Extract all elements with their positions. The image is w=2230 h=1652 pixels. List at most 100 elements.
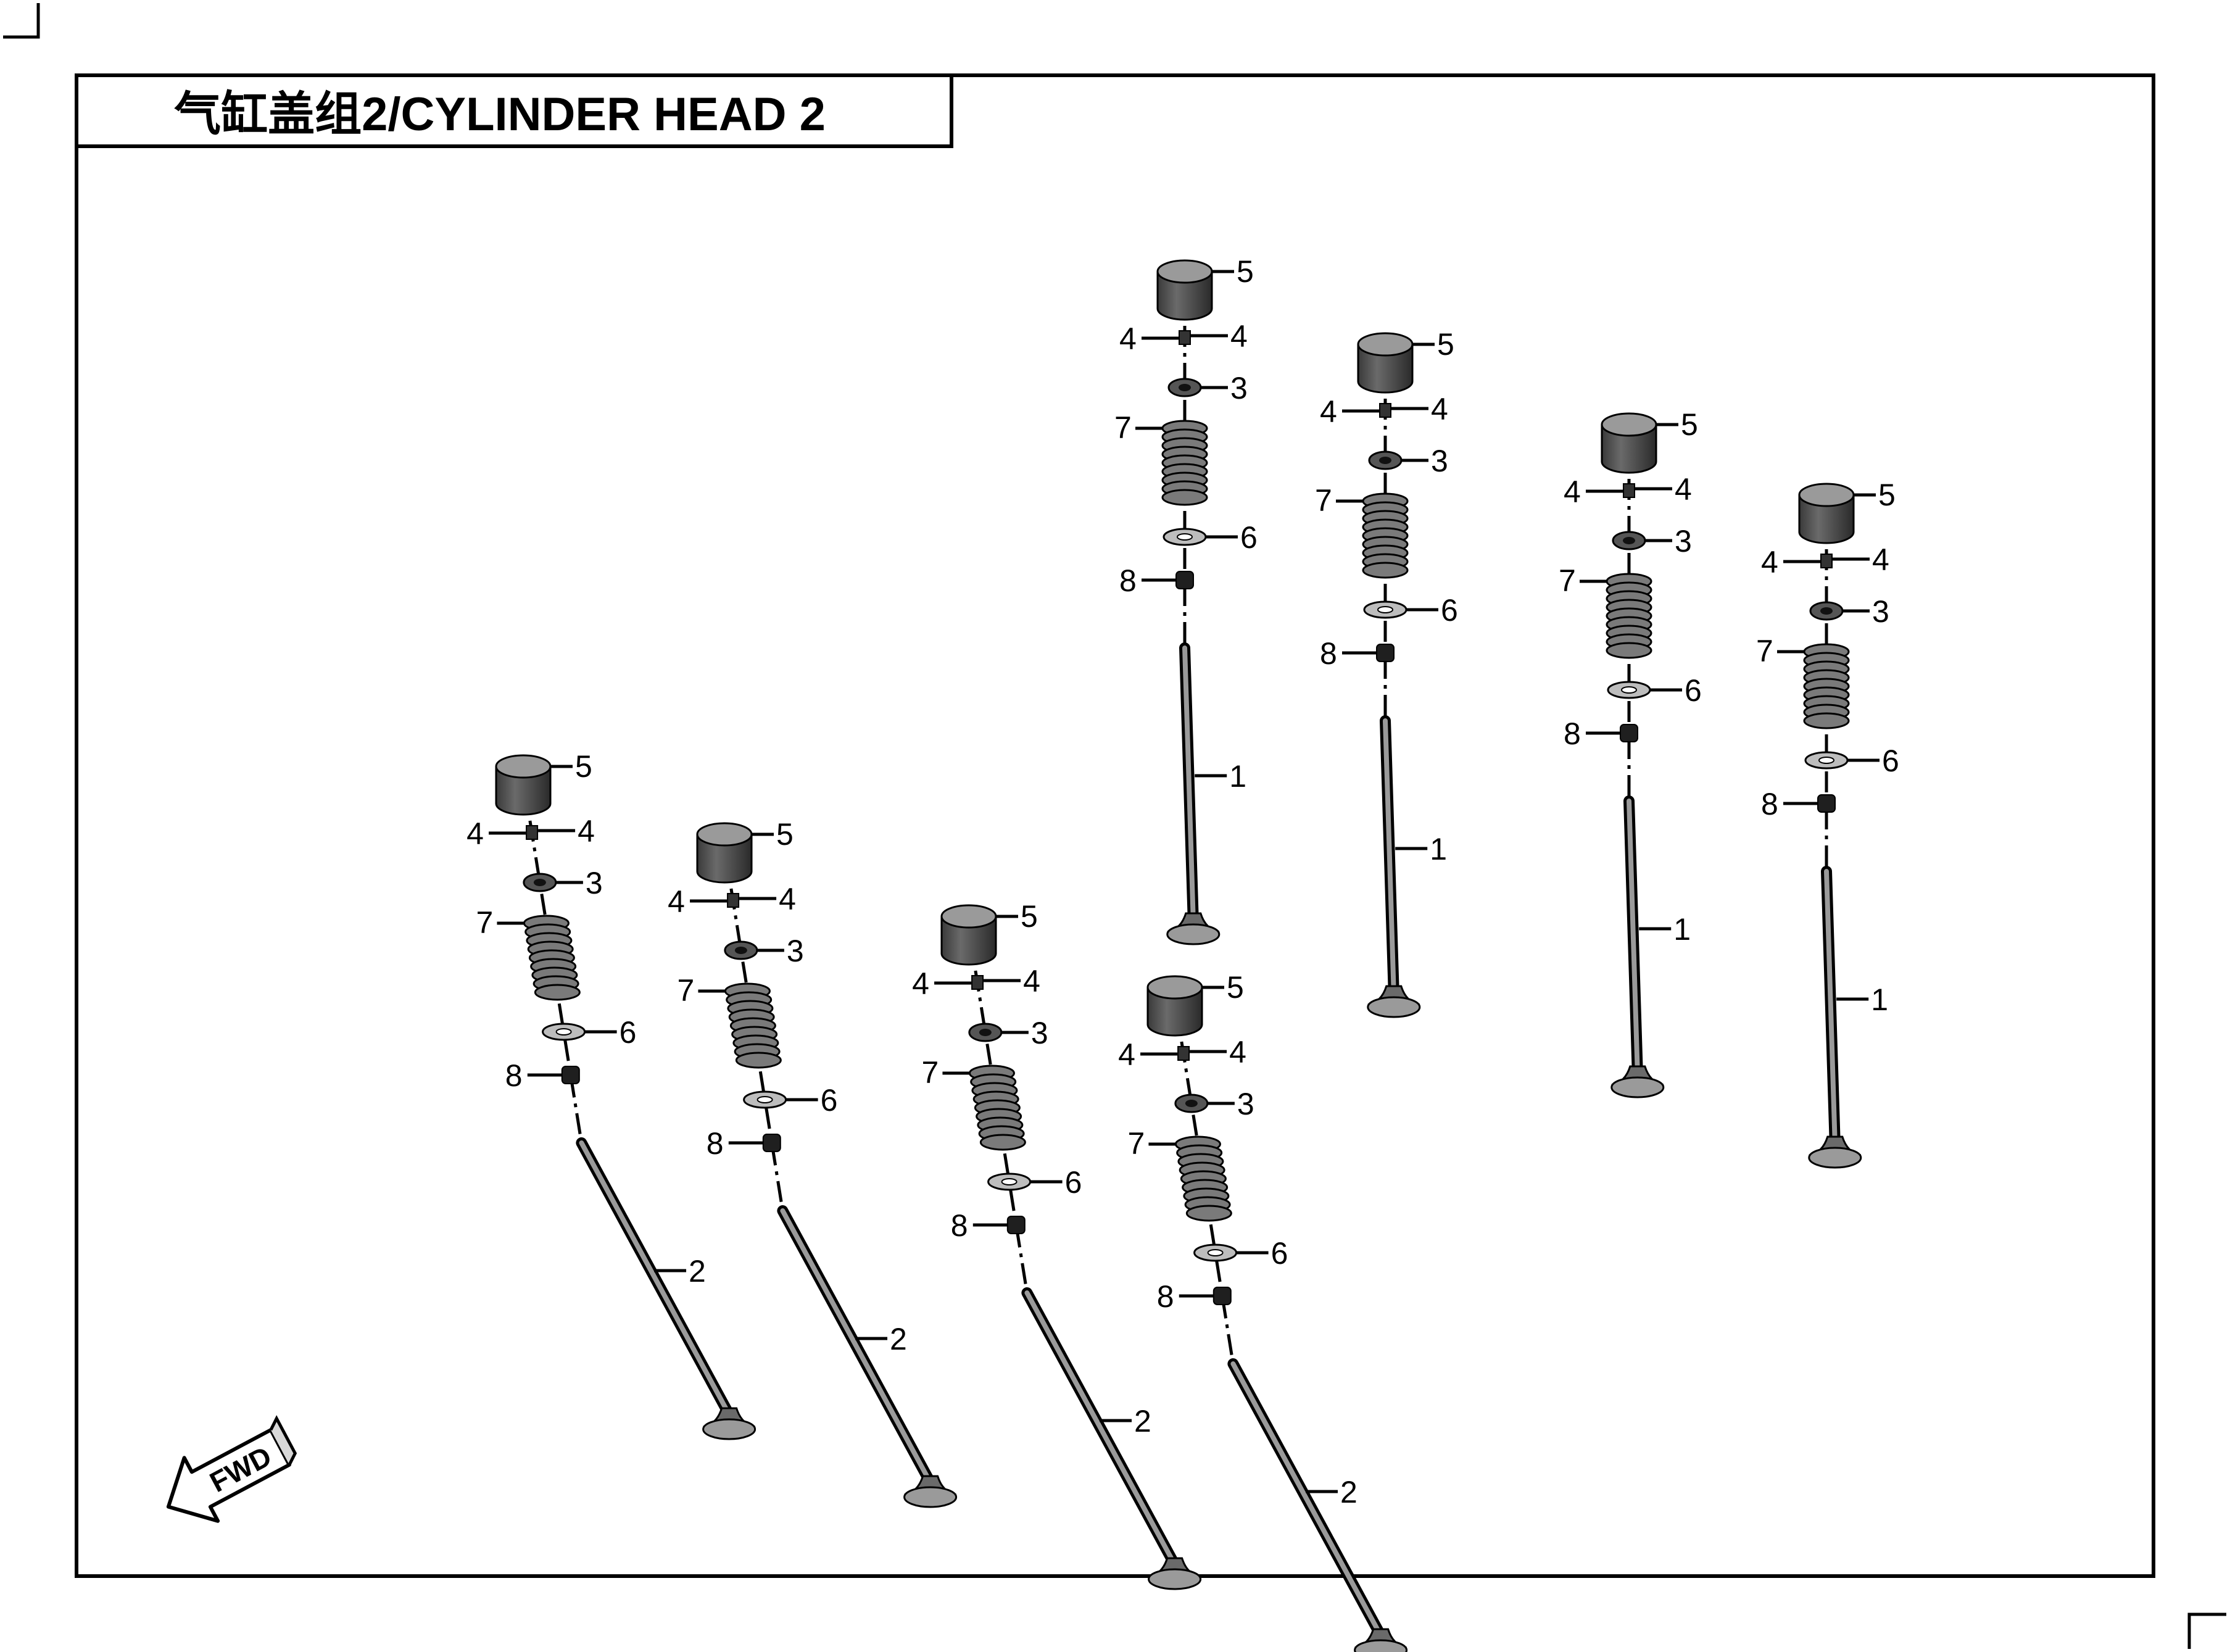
- valve: [1367, 715, 1421, 1018]
- crop-mark-top-left: [3, 3, 40, 39]
- spring-retainer: [1167, 378, 1202, 397]
- callout-cotter: 4: [1761, 545, 1778, 579]
- spring-retainer: [1612, 531, 1646, 550]
- valve-cotter: [1379, 403, 1391, 418]
- valve-spring: [1161, 420, 1208, 506]
- valve-stem-seal: [1212, 1287, 1232, 1305]
- spring-seat: [1193, 1243, 1238, 1262]
- callout-retainer: 3: [1230, 371, 1248, 405]
- callout-seal: 8: [1761, 787, 1778, 821]
- callout-spring: 7: [476, 905, 493, 940]
- callout-cotter: 4: [1320, 394, 1337, 429]
- callout-bucket: 5: [1437, 327, 1454, 362]
- valve-cotter: [526, 825, 539, 840]
- callout-cotter: 4: [1675, 472, 1692, 507]
- callout-seat: 6: [620, 1015, 637, 1050]
- callout-spring: 7: [921, 1055, 939, 1090]
- valve: [1808, 866, 1862, 1169]
- callout-seat: 6: [1065, 1165, 1082, 1200]
- callout-cotter: 4: [1564, 475, 1581, 509]
- diagram-title: 气缸盖组2/CYLINDER HEAD 2: [174, 88, 826, 141]
- valve-stem-seal: [1006, 1216, 1026, 1234]
- callout-cotter: 4: [668, 884, 685, 919]
- callout-valve: 1: [1673, 912, 1691, 947]
- valve: [1166, 642, 1221, 945]
- callout-spring: 7: [1114, 410, 1132, 445]
- valve-stem-seal: [561, 1066, 580, 1084]
- spring-retainer: [1368, 450, 1403, 470]
- callout-bucket: 5: [776, 817, 794, 852]
- callout-seal: 8: [1119, 563, 1137, 598]
- valve: [1021, 1287, 1202, 1590]
- callout-seal: 8: [1320, 636, 1337, 671]
- callout-seal: 8: [1564, 716, 1581, 751]
- spring-seat: [1804, 751, 1849, 770]
- callout-spring: 7: [1559, 563, 1576, 598]
- valve-spring: [724, 982, 782, 1069]
- callout-seat: 6: [1271, 1236, 1288, 1271]
- callout-seal: 8: [1157, 1279, 1174, 1314]
- valve-bucket: [696, 822, 753, 884]
- valve-cotter: [1179, 330, 1191, 345]
- spring-retainer: [724, 940, 758, 960]
- spring-seat: [1363, 600, 1407, 619]
- valve-bucket: [1156, 259, 1213, 321]
- valve-spring: [1803, 643, 1850, 729]
- callout-valve: 2: [1340, 1475, 1357, 1509]
- callout-seal: 8: [505, 1058, 523, 1093]
- callout-cotter: 4: [1872, 542, 1889, 577]
- callout-seat: 6: [1240, 520, 1258, 555]
- callout-retainer: 3: [586, 866, 603, 900]
- callout-spring: 7: [677, 973, 694, 1008]
- valve-bucket: [1798, 483, 1855, 544]
- callout-bucket: 5: [1227, 970, 1244, 1005]
- callout-valve: 2: [890, 1322, 907, 1356]
- spring-retainer: [1174, 1094, 1209, 1113]
- callout-seal: 8: [951, 1208, 968, 1243]
- callout-cotter: 4: [1119, 322, 1137, 356]
- spring-seat: [743, 1090, 787, 1109]
- title-block: 气缸盖组2/CYLINDER HEAD 2: [75, 73, 953, 148]
- valve-bucket: [940, 904, 997, 966]
- valve-stem-seal: [1175, 571, 1194, 589]
- callout-valve: 1: [1430, 832, 1447, 866]
- callout-retainer: 3: [1872, 594, 1889, 629]
- callout-valve: 1: [1229, 759, 1246, 794]
- valve: [576, 1137, 756, 1440]
- valve-stem-seal: [762, 1134, 781, 1152]
- crop-mark-bottom-right: [2187, 1613, 2226, 1649]
- callout-bucket: 5: [1237, 254, 1254, 289]
- callout-bucket: 5: [1878, 478, 1896, 512]
- callout-cotter: 4: [779, 882, 796, 916]
- callout-cotter: 4: [1118, 1037, 1135, 1072]
- callout-spring: 7: [1315, 483, 1332, 518]
- valve-cotter: [1177, 1046, 1190, 1061]
- callout-bucket: 5: [575, 749, 592, 784]
- valve-spring: [1362, 492, 1409, 579]
- drawing-frame: [75, 73, 2155, 1578]
- callout-seat: 6: [1882, 744, 1899, 778]
- callout-valve: 2: [1134, 1404, 1151, 1438]
- forward-arrow: FWD: [166, 1415, 297, 1523]
- valve-cotter: [1820, 554, 1833, 568]
- callout-retainer: 3: [1431, 444, 1448, 478]
- valve-stem-seal: [1817, 794, 1836, 813]
- valve-bucket: [1146, 975, 1203, 1037]
- callout-cotter: 4: [466, 816, 484, 851]
- callout-cotter: 4: [1023, 964, 1040, 998]
- callout-seat: 6: [821, 1083, 838, 1118]
- spring-retainer: [968, 1023, 1003, 1042]
- spring-seat: [542, 1023, 586, 1041]
- callout-spring: 7: [1127, 1126, 1145, 1161]
- valve-stem-seal: [1620, 724, 1638, 742]
- valve-bucket: [1601, 412, 1657, 474]
- valve-spring: [523, 915, 581, 1001]
